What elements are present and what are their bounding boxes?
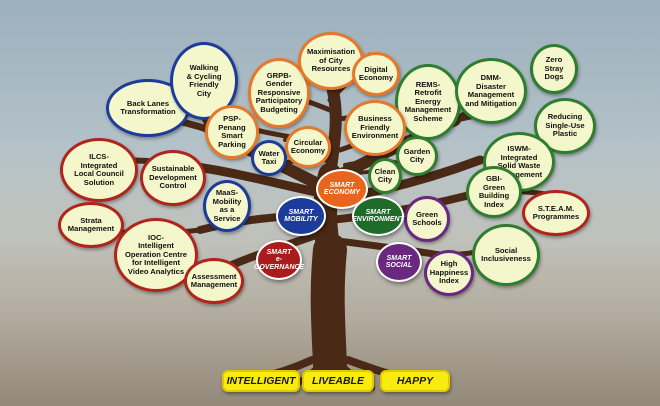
node-label: High Happiness Index: [429, 259, 469, 286]
node-assessment-management: Assessment Management: [184, 258, 244, 304]
node-label: ISWM- Integrated Solid Waste Management: [495, 144, 543, 179]
node-maas: MaaS- Mobility as a Service: [203, 180, 251, 232]
node-label: DMM- Disaster Management and Mitigation: [465, 73, 517, 108]
node-label: GRPB- Gender Responsive Participatory Bu…: [255, 70, 303, 114]
hub-line-2: ENVIRONMENT: [352, 216, 404, 223]
outcome-label: INTELLIGENT: [226, 375, 296, 387]
node-label: REMS- Retrofit Energy Management Scheme: [404, 79, 452, 123]
hub-line-1: SMART: [329, 181, 355, 189]
node-label: MaaS- Mobility as a Service: [212, 188, 242, 223]
hub-line-2: e-GOVERNANCE: [253, 256, 305, 271]
hub-line-1: SMART: [365, 208, 391, 216]
hub-line-2: SOCIAL: [385, 262, 413, 269]
node-label: GBI- Green Building Index: [478, 174, 510, 209]
node-zero-stray-dogs: Zero Stray Dogs: [530, 44, 578, 94]
node-label: Zero Stray Dogs: [544, 55, 564, 82]
hub-line-2: ECONOMY: [323, 189, 361, 196]
outcome-label: HAPPY: [396, 375, 434, 387]
node-label: Circular Economy: [290, 137, 326, 155]
node-label: IOC- Intelligent Operation Centre for In…: [124, 232, 188, 276]
node-label: ILCS- Integrated Local Council Solution: [74, 152, 124, 187]
node-business-friendly: Business Friendly Environment: [344, 100, 406, 156]
node-psp: PSP- Penang Smart Parking: [205, 105, 259, 159]
node-gbi: GBI- Green Building Index: [466, 166, 522, 218]
node-ilcs: ILCS- Integrated Local Council Solution: [60, 138, 138, 202]
node-label: PSP- Penang Smart Parking: [218, 114, 246, 149]
node-sustainable-development: Sustainable Development Control: [140, 150, 206, 206]
node-label: Water Taxi: [258, 148, 280, 166]
node-garden-city: Garden City: [396, 136, 438, 176]
node-social-inclusiveness: Social Inclusiveness: [472, 224, 540, 286]
node-label: Garden City: [403, 146, 431, 164]
node-label: Digital Economy: [358, 64, 394, 82]
node-label: Back Lanes Transformation: [120, 98, 176, 116]
node-label: Sustainable Development Control: [149, 164, 197, 191]
node-label: Social Inclusiveness: [481, 245, 531, 263]
node-ioc: IOC- Intelligent Operation Centre for In…: [114, 218, 198, 292]
outcome-label: LIVEABLE: [312, 375, 364, 387]
hub-line-1: SMART: [288, 208, 314, 216]
node-label: Green Schools: [412, 209, 442, 227]
node-label: Reducing Single-Use Plastic: [545, 112, 585, 139]
node-label: Walking & Cycling Friendly City: [186, 63, 222, 98]
node-steam-programmes: S.T.E.A.M. Programmes: [522, 190, 590, 236]
outcome-liveable: LIVEABLE: [302, 370, 374, 392]
outcome-intelligent: INTELLIGENT: [222, 370, 300, 392]
hub-line-1: SMART: [266, 248, 292, 256]
node-label: S.T.E.A.M. Programmes: [532, 203, 580, 221]
node-digital-economy: Digital Economy: [352, 52, 400, 96]
node-circular-economy: Circular Economy: [285, 126, 331, 168]
node-label: Business Friendly Environment: [351, 114, 399, 141]
node-label: Clean City: [374, 166, 396, 184]
node-clean-city: Clean City: [368, 158, 402, 194]
node-label: Maximisation of City Resources: [306, 47, 356, 74]
node-high-happiness-index: High Happiness Index: [424, 250, 474, 296]
node-label: Assessment Management: [190, 271, 238, 289]
hub-line-1: SMART: [386, 254, 412, 262]
node-dmm: DMM- Disaster Management and Mitigation: [455, 58, 527, 124]
node-green-schools: Green Schools: [404, 196, 450, 242]
outcome-happy: HAPPY: [380, 370, 450, 392]
node-strata-management: Strata Management: [58, 202, 124, 248]
hub-line-2: MOBILITY: [284, 216, 318, 223]
node-water-taxi: Water Taxi: [251, 140, 287, 176]
node-label: Strata Management: [67, 215, 115, 233]
